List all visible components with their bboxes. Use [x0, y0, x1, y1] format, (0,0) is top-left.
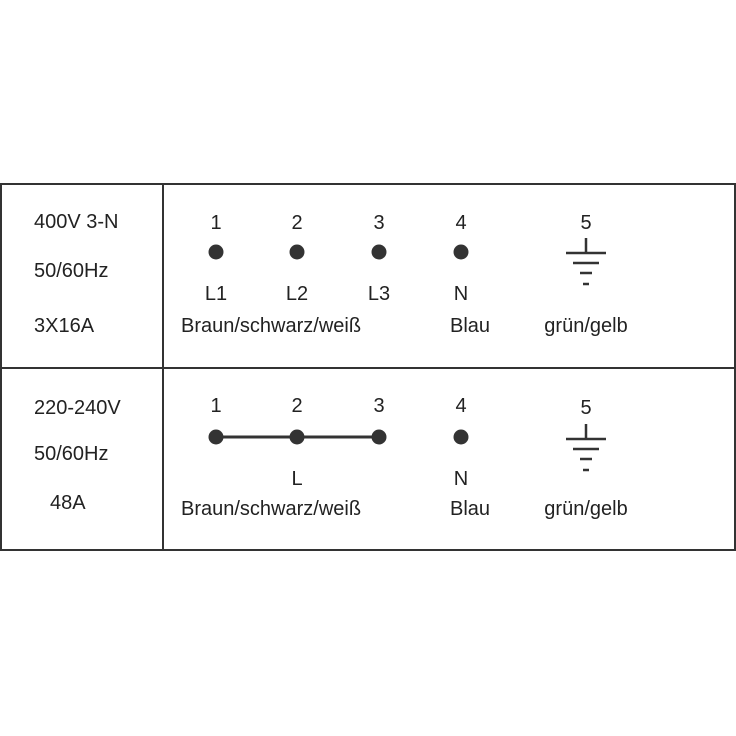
terminal-label: L — [291, 468, 302, 490]
spec-current: 48A — [50, 492, 86, 514]
terminal-dot-icon — [208, 244, 224, 260]
terminal-number: 4 — [455, 212, 466, 234]
terminal-number: 4 — [455, 395, 466, 417]
row-230v: 220-240V 50/60Hz 48A 1 2 3 4 5 L N Braun… — [34, 395, 628, 520]
spec-current: 3X16A — [34, 315, 95, 337]
wire-color-earth: grün/gelb — [544, 498, 627, 520]
terminal-label: N — [454, 468, 468, 490]
terminal-label: N — [454, 283, 468, 305]
wire-colors-phases: Braun/schwarz/weiß — [181, 315, 361, 337]
terminal-label: L3 — [368, 283, 390, 305]
terminal-number: 3 — [373, 395, 384, 417]
terminal-number: 2 — [291, 395, 302, 417]
wire-color-neutral: Blau — [450, 498, 490, 520]
row-400v: 400V 3-N 50/60Hz 3X16A 1 2 3 4 5 L1 L2 L… — [34, 211, 628, 337]
terminal-dot-icon — [371, 244, 387, 260]
terminal-number: 2 — [291, 212, 302, 234]
terminal-number: 5 — [580, 212, 591, 234]
terminal-dot-icon — [208, 429, 224, 445]
earth-ground-icon — [566, 238, 606, 286]
terminal-dot-icon — [453, 244, 469, 260]
wire-color-neutral: Blau — [450, 315, 490, 337]
wire-colors-phases: Braun/schwarz/weiß — [181, 498, 361, 520]
terminal-number: 1 — [210, 395, 221, 417]
terminal-number: 1 — [210, 212, 221, 234]
spec-voltage: 220-240V — [34, 397, 121, 419]
earth-ground-icon — [566, 424, 606, 472]
terminal-dot-icon — [371, 429, 387, 445]
terminal-dot-icon — [289, 244, 305, 260]
spec-frequency: 50/60Hz — [34, 260, 109, 282]
terminal-label: L1 — [205, 283, 227, 305]
spec-voltage: 400V 3-N — [34, 211, 119, 233]
terminal-label: L2 — [286, 283, 308, 305]
wire-color-earth: grün/gelb — [544, 315, 627, 337]
terminal-number: 3 — [373, 212, 384, 234]
terminal-dot-icon — [289, 429, 305, 445]
terminal-number: 5 — [580, 397, 591, 419]
spec-frequency: 50/60Hz — [34, 443, 109, 465]
terminal-dot-icon — [453, 429, 469, 445]
